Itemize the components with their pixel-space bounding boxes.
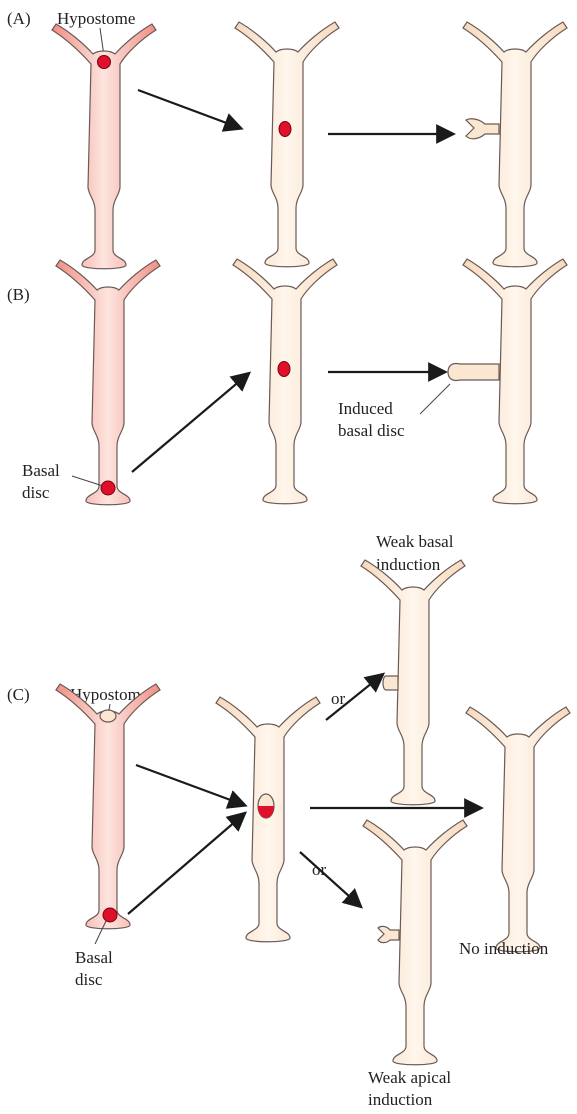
panel-a-hypostome-graft — [98, 56, 111, 69]
panel-b-arrow-1 — [132, 374, 248, 472]
panel-b-induced-basal-disc — [448, 363, 499, 380]
panel-a-result-hydra — [463, 22, 567, 267]
panel-c-weak-apical-label-2: induction — [368, 1090, 433, 1109]
panel-a-hypostome-label: Hypostome — [57, 9, 135, 28]
panel-b-result-hydra — [463, 259, 567, 504]
panel-b-basal-label-1: Basal — [22, 461, 60, 480]
panel-b-induced-label-1: Induced — [338, 399, 393, 418]
panel-c-weak-basal-hydra — [361, 560, 465, 805]
panel-c-basal-label-1: Basal — [75, 948, 113, 967]
panel-c: (C) Hypostome Basal disc or Weak basal i… — [7, 532, 570, 1109]
panel-b-basal-label-2: disc — [22, 483, 50, 502]
panel-b: (B) Basal disc Induced basal disc — [7, 259, 567, 505]
panel-c-arrow-to-weak-apical — [300, 852, 360, 906]
panel-c-host-hydra — [216, 697, 320, 942]
panel-c-weak-apical-bud — [378, 926, 399, 942]
panel-c-weak-basal-label-2: induction — [376, 555, 441, 574]
panel-b-induced-label-2: basal disc — [338, 421, 405, 440]
panel-b-basal-leader — [72, 476, 103, 486]
panel-b-label: (B) — [7, 285, 30, 304]
panel-b-grafted-tissue — [278, 362, 290, 377]
panel-c-weak-apical-hydra — [363, 820, 467, 1065]
panel-c-label: (C) — [7, 685, 30, 704]
panel-c-weak-apical-label-1: Weak apical — [368, 1068, 451, 1087]
panel-b-host-hydra — [233, 259, 337, 504]
panel-a-label: (A) — [7, 9, 31, 28]
panel-c-arrow-from-basal — [128, 814, 244, 914]
panel-c-arrow-from-hypostome — [136, 765, 244, 805]
panel-a-arrow-1 — [138, 90, 240, 128]
panel-c-weak-basal-bud — [383, 676, 398, 690]
panel-b-basal-graft — [101, 481, 115, 495]
panel-a-secondary-head — [466, 119, 499, 139]
panel-c-weak-basal-label-1: Weak basal — [376, 532, 454, 551]
panel-c-no-induction-label: No induction — [459, 939, 549, 958]
panel-c-basal-label-2: disc — [75, 970, 103, 989]
panel-c-basal-graft — [103, 908, 117, 922]
panel-c-no-induction-hydra — [466, 707, 570, 952]
panel-c-hypostome-outline — [100, 710, 116, 722]
panel-b-donor-hydra — [56, 260, 160, 505]
panel-a: (A) Hypostome — [7, 9, 567, 269]
panel-b-induced-leader — [420, 384, 450, 414]
panel-a-grafted-tissue — [279, 122, 291, 137]
panel-a-host-hydra — [235, 22, 339, 267]
